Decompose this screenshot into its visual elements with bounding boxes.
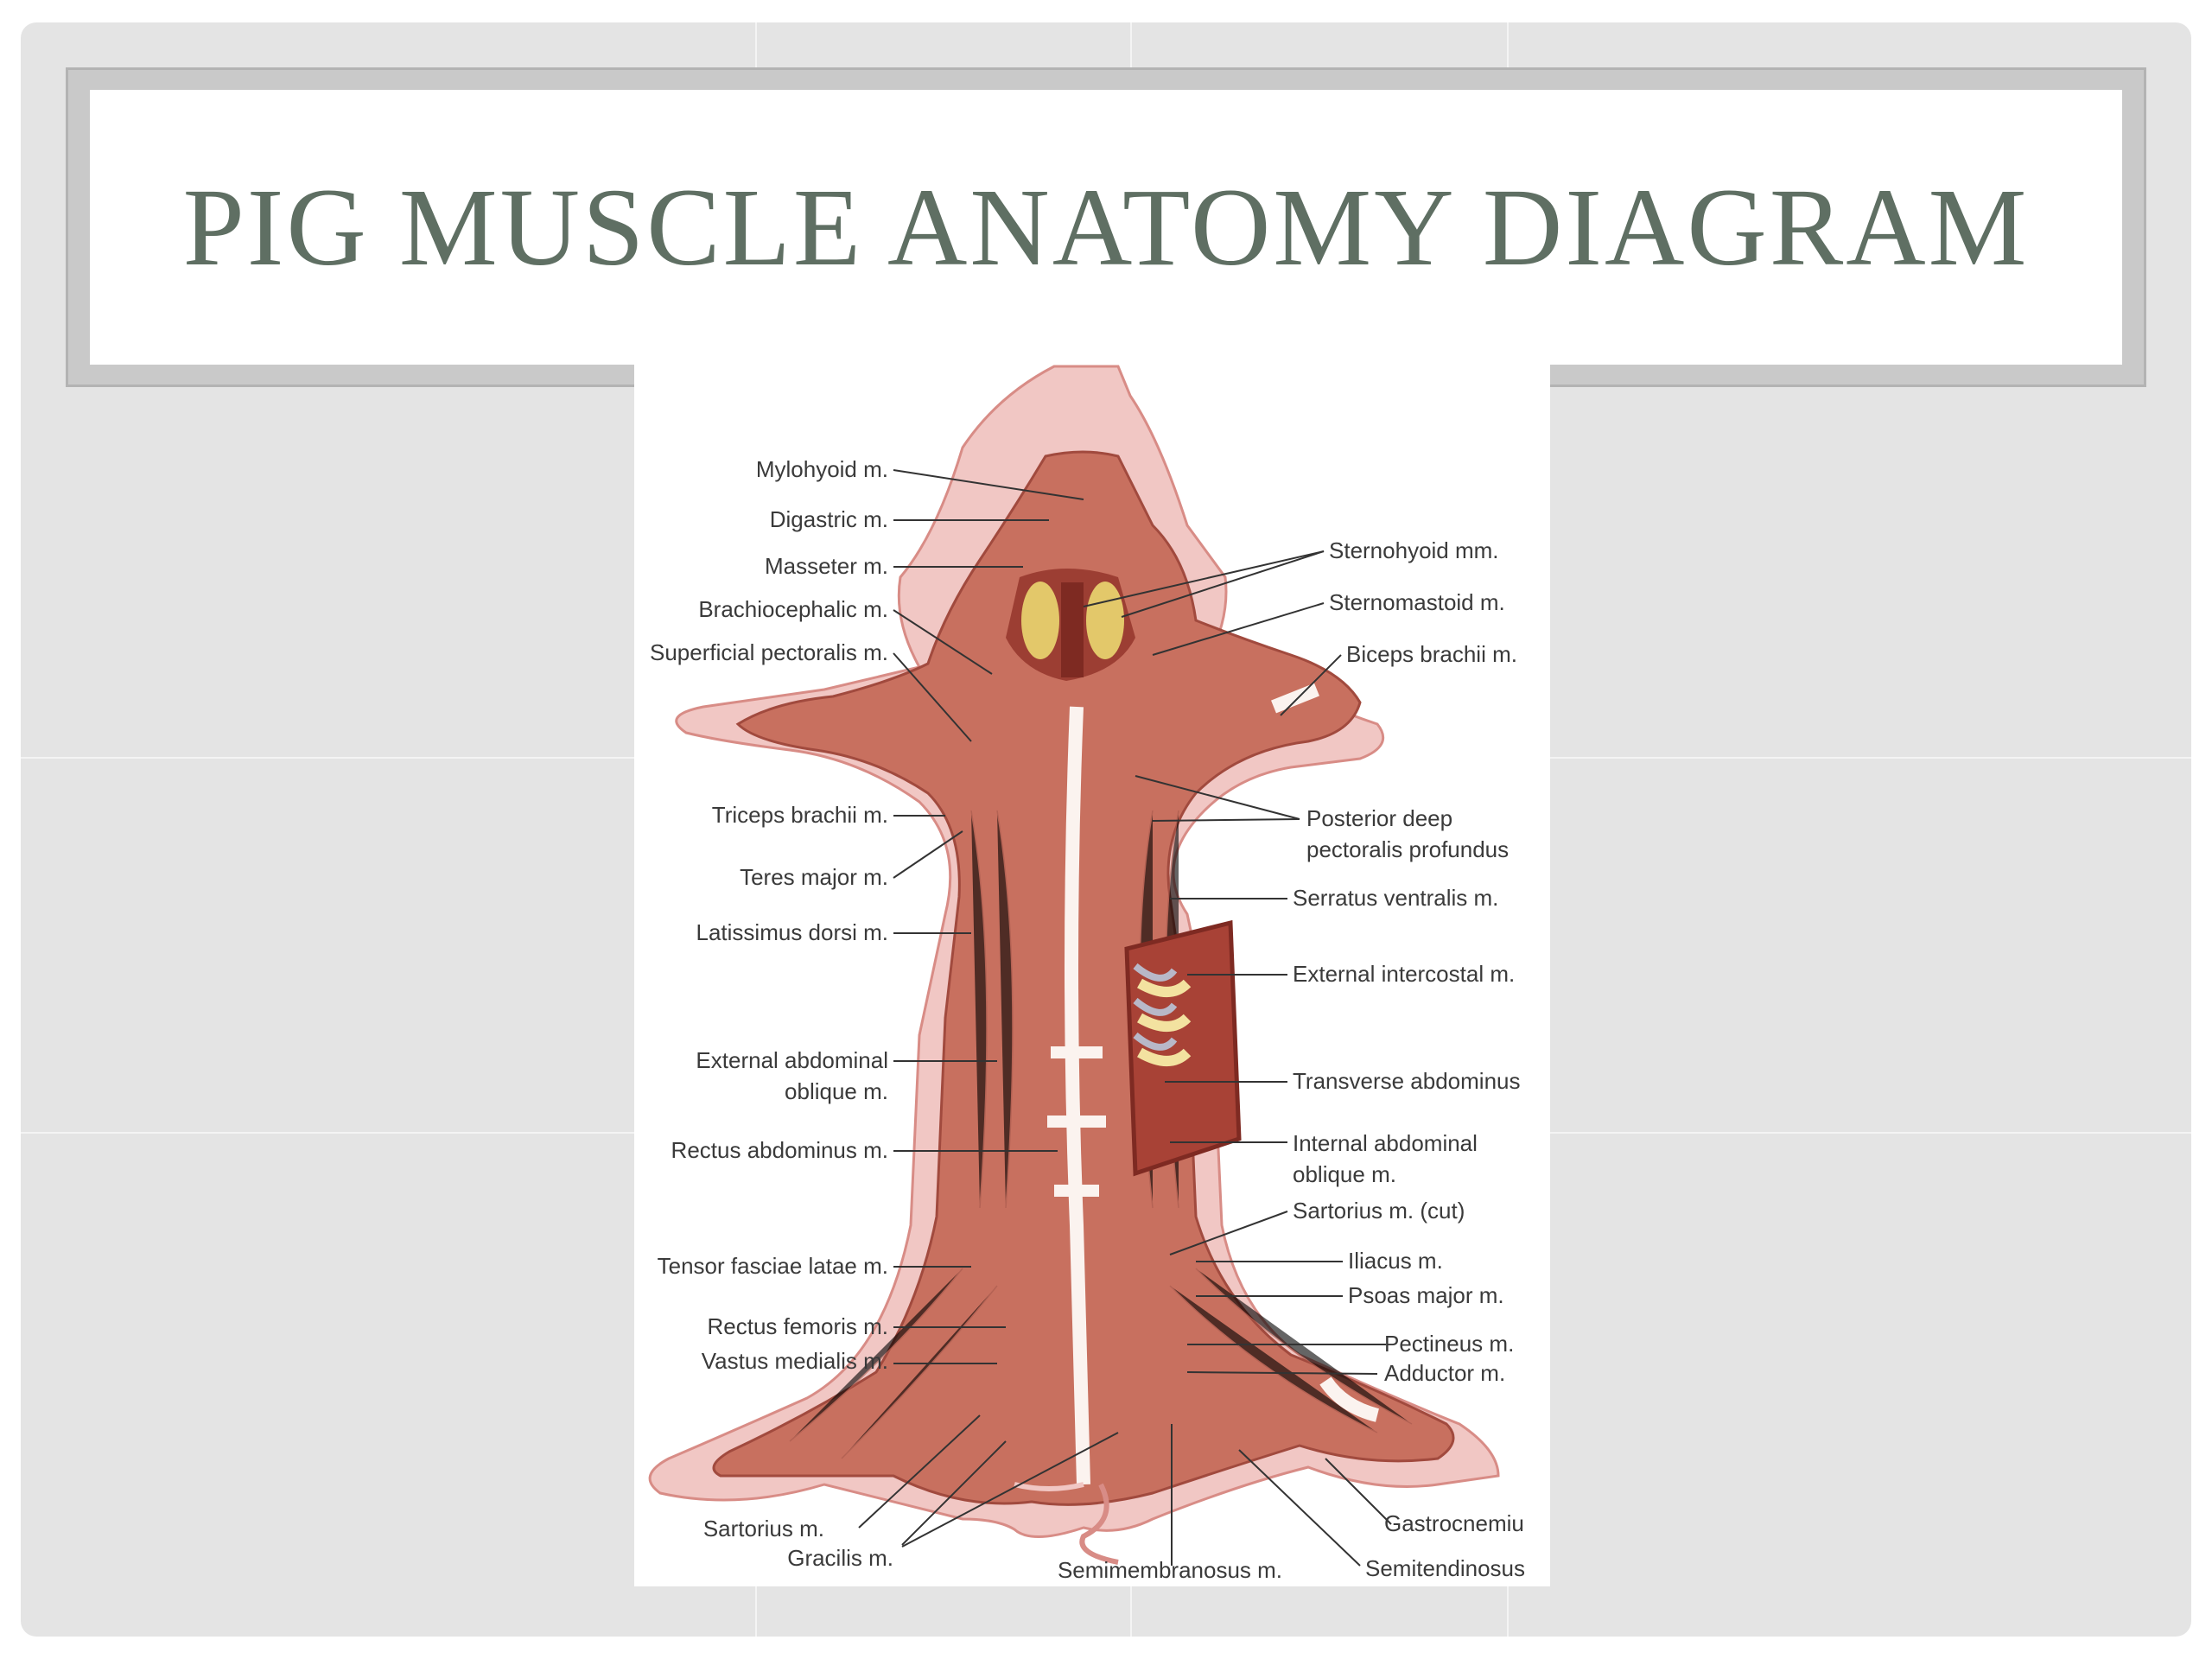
label-semitendinosus: Semitendinosus — [1365, 1555, 1525, 1581]
label-int-oblique-1: Internal abdominal — [1293, 1130, 1478, 1156]
label-pectineus: Pectineus m. — [1384, 1331, 1514, 1357]
label-transverse: Transverse abdominus — [1293, 1068, 1521, 1094]
label-ext-oblique-1: External abdominal — [696, 1047, 888, 1073]
label-superficial-pectoralis: Superficial pectoralis m. — [650, 639, 888, 665]
label-triceps: Triceps brachii m. — [712, 802, 888, 828]
label-serratus: Serratus ventralis m. — [1293, 885, 1498, 911]
slide-title: PIG MUSCLE ANATOMY DIAGRAM — [182, 165, 2030, 289]
left-labels: Mylohyoid m. Digastric m. Masseter m. Br… — [650, 456, 893, 1571]
label-ext-oblique-2: oblique m. — [785, 1078, 888, 1104]
label-iliacus: Iliacus m. — [1348, 1248, 1443, 1274]
label-rectus-abdominus: Rectus abdominus m. — [671, 1137, 888, 1163]
label-post-pectoralis-2: pectoralis profundus — [1306, 836, 1509, 862]
label-biceps: Biceps brachii m. — [1346, 641, 1517, 667]
label-digastric: Digastric m. — [770, 506, 888, 532]
label-psoas: Psoas major m. — [1348, 1282, 1504, 1308]
title-box: PIG MUSCLE ANATOMY DIAGRAM — [90, 90, 2122, 365]
leader-lines — [858, 469, 1392, 1567]
muscle-body — [712, 450, 1455, 1565]
label-sternomastoid: Sternomastoid m. — [1329, 589, 1505, 615]
label-teres-major: Teres major m. — [740, 864, 888, 890]
anatomy-figure: Mylohyoid m. Digastric m. Masseter m. Br… — [634, 361, 1550, 1586]
label-ext-intercostal: External intercostal m. — [1293, 961, 1515, 987]
label-masseter: Masseter m. — [765, 553, 888, 579]
label-int-oblique-2: oblique m. — [1293, 1161, 1396, 1187]
label-latissimus: Latissimus dorsi m. — [696, 919, 889, 945]
label-adductor: Adductor m. — [1384, 1360, 1505, 1386]
label-brachiocephalic: Brachiocephalic m. — [698, 596, 888, 622]
label-tensor-fasciae: Tensor fasciae latae m. — [658, 1253, 888, 1279]
label-gracilis: Gracilis m. — [787, 1545, 893, 1571]
right-labels: Sternohyoid mm. Sternomastoid m. Biceps … — [1293, 537, 1525, 1581]
label-vastus-medialis: Vastus medialis m. — [702, 1348, 888, 1374]
label-sternohyoid: Sternohyoid mm. — [1329, 537, 1499, 563]
label-post-pectoralis-1: Posterior deep — [1306, 805, 1452, 831]
label-rectus-femoris: Rectus femoris m. — [708, 1313, 889, 1339]
label-semimembranosus: Semimembranosus m. — [1058, 1557, 1282, 1583]
label-sartorius: Sartorius m. — [703, 1516, 824, 1541]
pig-anatomy-illustration: Mylohyoid m. Digastric m. Masseter m. Br… — [648, 365, 1525, 1583]
label-sartorius-cut: Sartorius m. (cut) — [1293, 1198, 1465, 1224]
label-gastrocnemius: Gastrocnemiu — [1384, 1510, 1524, 1536]
label-mylohyoid: Mylohyoid m. — [756, 456, 888, 482]
